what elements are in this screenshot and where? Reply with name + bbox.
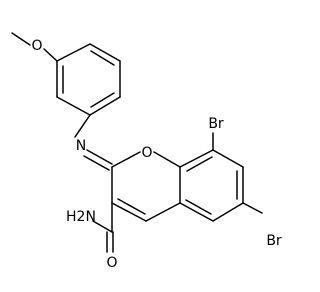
pyran-ring xyxy=(111,151,181,222)
atom-labels: O O N O H2N Br Br xyxy=(31,38,281,271)
chemical-structure: O O N O H2N Br Br xyxy=(11,32,282,271)
bond-c6-br xyxy=(242,202,263,214)
imine-nitrogen-label: N xyxy=(76,138,86,154)
bromine-top-label: Br xyxy=(208,116,224,132)
amide-oxygen-label: O xyxy=(106,255,117,271)
bromine-bottom-label: Br xyxy=(266,233,282,249)
bond-aryl-n xyxy=(74,114,91,138)
anisole-ring xyxy=(56,43,121,116)
amide-nh2-label: H2N xyxy=(66,209,96,225)
bond-carbonyl-n xyxy=(92,220,113,233)
bond-o-aryl xyxy=(43,48,58,62)
benzo-ring xyxy=(179,149,244,222)
bond-n-c2-a xyxy=(86,149,113,165)
ring-oxygen-label: O xyxy=(141,145,152,161)
bonds xyxy=(11,32,263,253)
bond-methyl-o xyxy=(11,32,31,46)
bond-n-c2-b xyxy=(83,155,110,171)
methoxy-oxygen-label: O xyxy=(31,38,42,54)
